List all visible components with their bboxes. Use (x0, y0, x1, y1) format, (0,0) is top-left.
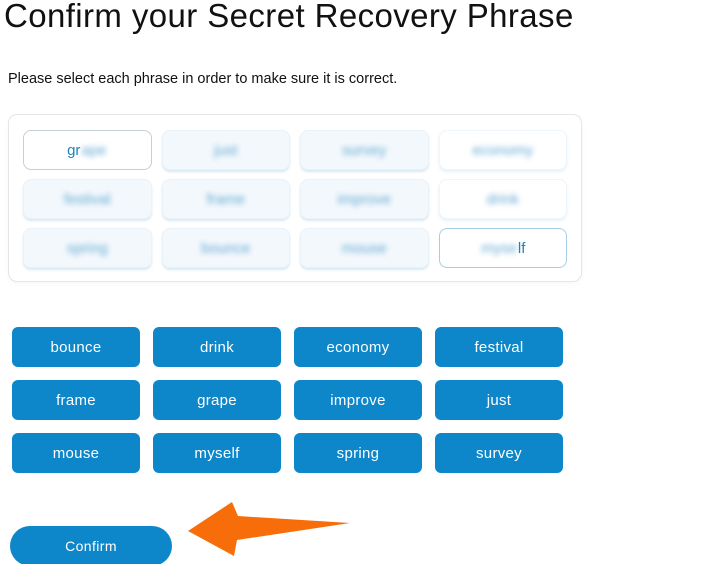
seed-slot-11[interactable]: mouse (300, 228, 429, 268)
word-button-spring[interactable]: spring (294, 433, 422, 473)
word-button-improve[interactable]: improve (294, 380, 422, 420)
blurred-word: frame (206, 190, 245, 208)
blurred-word: bounce (201, 239, 251, 257)
blurred-word: ape (81, 141, 107, 159)
seed-slot-7[interactable]: improve (300, 179, 429, 219)
word-button-economy[interactable]: economy (294, 327, 422, 367)
blurred-word: mouse (341, 239, 387, 257)
arrow-annotation-icon (188, 502, 350, 556)
seed-slot-5[interactable]: festival (23, 179, 152, 219)
word-button-survey[interactable]: survey (435, 433, 563, 473)
seed-slot-2[interactable]: just (161, 130, 290, 170)
word-choices-grid: bounce drink economy festival frame grap… (12, 327, 563, 473)
seed-slot-10[interactable]: bounce (161, 228, 290, 268)
seed-slot-9[interactable]: spring (23, 228, 152, 268)
blurred-word: economy (472, 141, 534, 159)
word-button-myself[interactable]: myself (153, 433, 281, 473)
seed-slot-8[interactable]: drink (438, 179, 567, 219)
word-button-just[interactable]: just (435, 380, 563, 420)
word-button-mouse[interactable]: mouse (12, 433, 140, 473)
slot-visible-text: gr (67, 141, 81, 159)
blurred-word: drink (486, 190, 519, 208)
confirm-button[interactable]: Confirm (10, 526, 172, 564)
page-subtitle: Please select each phrase in order to ma… (8, 71, 398, 87)
confirm-section: Confirm (8, 502, 703, 564)
blurred-word: spring (66, 239, 108, 257)
word-button-grape[interactable]: grape (153, 380, 281, 420)
word-button-drink[interactable]: drink (153, 327, 281, 367)
arrow-shape (188, 502, 350, 556)
blurred-word: improve (337, 190, 391, 208)
slot-visible-text: lf (517, 239, 526, 257)
seed-slot-4[interactable]: economy (438, 130, 567, 170)
seed-slot-6[interactable]: frame (161, 179, 290, 219)
word-button-festival[interactable]: festival (435, 327, 563, 367)
blurred-word: myse (481, 239, 517, 257)
word-button-frame[interactable]: frame (12, 380, 140, 420)
blurred-word: just (214, 141, 238, 159)
word-button-bounce[interactable]: bounce (12, 327, 140, 367)
blurred-word: festival (63, 190, 111, 208)
seed-slot-3[interactable]: survey (300, 130, 429, 170)
blurred-word: survey (342, 141, 387, 159)
page-title: Confirm your Secret Recovery Phrase (4, 0, 574, 34)
